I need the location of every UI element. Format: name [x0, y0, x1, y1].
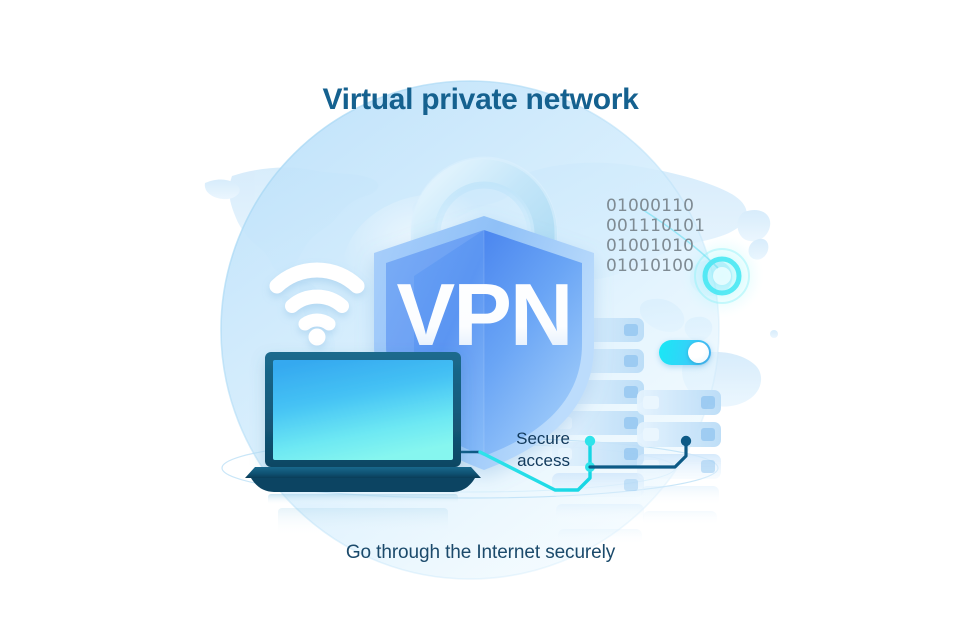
secure-access-label: Secure access — [448, 428, 570, 472]
page-caption: Go through the Internet securely — [345, 542, 616, 563]
vpn-toggle-switch[interactable] — [659, 340, 711, 365]
vpn-toggle-knob[interactable] — [688, 342, 709, 363]
binary-line: 01010100 — [606, 256, 695, 276]
binary-line: 001110101 — [606, 216, 706, 236]
binary-line: 01000110 — [606, 196, 695, 216]
page-title: Virtual private network — [322, 83, 639, 116]
shield-vpn-label: VPN — [397, 265, 572, 364]
secure-access-path-dark — [588, 435, 692, 469]
binary-code-block: 01000110 001110101 01001010 01010100 — [606, 196, 705, 276]
binary-line: 01001010 — [606, 236, 695, 256]
secure-access-line-2: access — [517, 451, 570, 470]
secure-access-line-1: Secure — [516, 429, 570, 448]
